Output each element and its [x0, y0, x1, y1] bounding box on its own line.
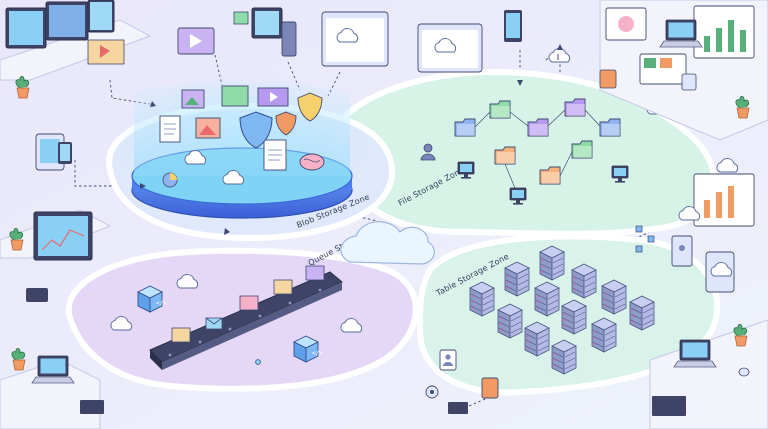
- file-storage-zone: File Storage Zone: [325, 48, 717, 237]
- router-icon: [448, 402, 468, 414]
- shield-icon: [239, 92, 323, 149]
- top-center-devices: [177, 7, 389, 67]
- pie-chart-icon: [162, 172, 178, 188]
- settings-icon: [425, 385, 439, 399]
- queue-storage-zone: Queue Storage Zone </> </>: [65, 219, 419, 392]
- code-cube-icon: </> </>: [137, 285, 323, 363]
- mouse-icon: [738, 367, 750, 377]
- keyboard-icon: [652, 396, 686, 416]
- queue-node: [255, 359, 261, 365]
- user-icon: [420, 143, 436, 161]
- document-icon: [159, 115, 287, 171]
- user-icon: [439, 349, 457, 371]
- pc-tower-icon: [281, 21, 297, 57]
- left-tablet-workstation: [35, 133, 72, 171]
- laptop-icon: [659, 19, 703, 48]
- center-cloud-icon: [340, 221, 435, 265]
- network-node-icon: [635, 225, 655, 253]
- video-icon: [221, 85, 289, 107]
- brain-icon: [299, 153, 325, 171]
- queue-conveyor: [149, 271, 343, 370]
- image-icon: [181, 89, 221, 139]
- laptop-icon: [31, 355, 75, 384]
- laptop-icon: [673, 339, 717, 368]
- svg-text:</>: </>: [156, 300, 167, 307]
- bottom-left-workstation: [0, 209, 112, 429]
- blob-storage-zone: Blob Storage Zone: [106, 70, 396, 242]
- svg-text:</>: </>: [312, 350, 323, 357]
- user-card-icon: [481, 377, 499, 399]
- cloud-upload-icon: [548, 48, 669, 115]
- arrow-icons: [140, 44, 563, 235]
- top-right-workstation: [417, 0, 768, 141]
- keyboard-icon: [80, 400, 104, 414]
- phone-icon: [26, 288, 48, 302]
- message-icon: [171, 265, 325, 343]
- top-left-workstation: [0, 0, 152, 99]
- right-workstation: [635, 158, 768, 429]
- envelope-icon: [205, 317, 223, 330]
